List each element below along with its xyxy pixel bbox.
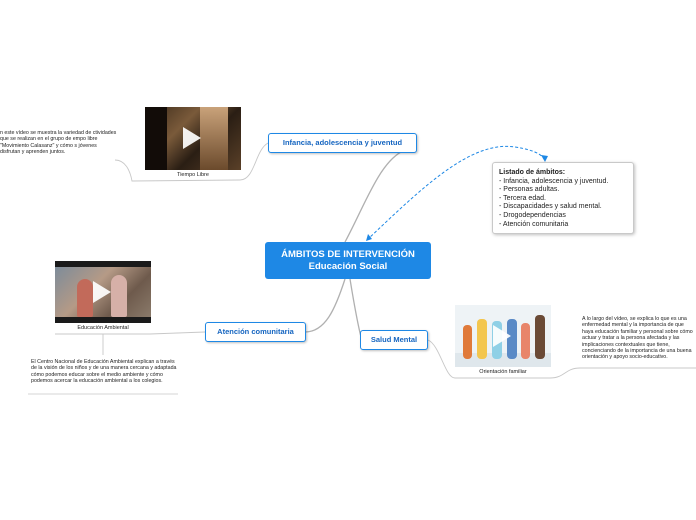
connector-central-atencion [304, 278, 346, 333]
note-listado-ambitos[interactable]: Listado de ámbitos: - Infancia, adolesce… [492, 162, 634, 234]
central-subtitle: Educación Social [308, 261, 388, 272]
note-title: Listado de ámbitos: [499, 169, 566, 176]
note-item: - Atención comunitaria [499, 220, 569, 228]
note-item: - Drogodependencias [499, 211, 566, 219]
thumb-child-left [77, 279, 93, 317]
note-item: - Discapacidades y salud mental. [499, 203, 602, 211]
note-item: - Personas adultas. [499, 186, 560, 194]
topic-atencion-label: Atención comunitaria [217, 327, 294, 336]
dashed-arrow-head-note [541, 155, 548, 162]
topic-salud-mental[interactable]: Salud Mental [360, 330, 428, 350]
thumb-scene-dark [145, 107, 167, 170]
thumb-figure [507, 319, 517, 359]
connector-salud-video [427, 339, 696, 379]
thumb-figure [477, 319, 487, 359]
topic-infancia-label: Infancia, adolescencia y juventud [282, 138, 403, 147]
thumb-figure [535, 315, 545, 359]
video-thumbnail-orientacion-familiar[interactable] [455, 305, 551, 367]
connector-infancia-video [114, 142, 269, 182]
thumb-child-right [111, 275, 127, 317]
play-icon [183, 127, 201, 149]
play-icon [493, 325, 511, 347]
note-item: - Tercera edad. [499, 194, 546, 202]
connector-central-infancia [344, 149, 406, 243]
connector-atencion-video [55, 331, 206, 335]
thumb-figure [463, 325, 472, 359]
video-description-educacion-ambiental: El Centro Nacional de Educación Ambienta… [31, 359, 177, 385]
note-item: - Infancia, adolescencia y juventud. [499, 177, 609, 185]
play-icon [93, 281, 111, 303]
video-description-tiempo-libre: n este vídeo se muestra la variedad de c… [0, 130, 117, 156]
thumb-scene-light [200, 107, 228, 170]
central-title: ÁMBITOS DE INTERVENCIÓN [281, 249, 415, 260]
video-thumbnail-tiempo-libre[interactable] [145, 107, 241, 170]
video-caption-orientacion-familiar: Orientación familiar [479, 369, 527, 375]
thumb-figure [521, 323, 530, 359]
topic-infancia[interactable]: Infancia, adolescencia y juventud [268, 133, 417, 153]
topic-salud-label: Salud Mental [370, 335, 418, 344]
video-caption-tiempo-libre: Tiempo Libre [177, 172, 209, 178]
video-thumbnail-educacion-ambiental[interactable] [55, 261, 151, 323]
video-caption-educacion-ambiental: Educación Ambiental [77, 325, 129, 331]
video-description-orientacion-familiar: A lo largo del vídeo, se explica lo que … [582, 316, 693, 361]
topic-atencion-comunitaria[interactable]: Atención comunitaria [205, 322, 306, 342]
central-topic[interactable]: ÁMBITOS DE INTERVENCIÓN Educación Social [265, 242, 431, 279]
dashed-arrow-head-central [366, 234, 372, 241]
note-list: - Infancia, adolescencia y juventud. - P… [499, 178, 627, 230]
dashed-relationship [366, 145, 546, 241]
